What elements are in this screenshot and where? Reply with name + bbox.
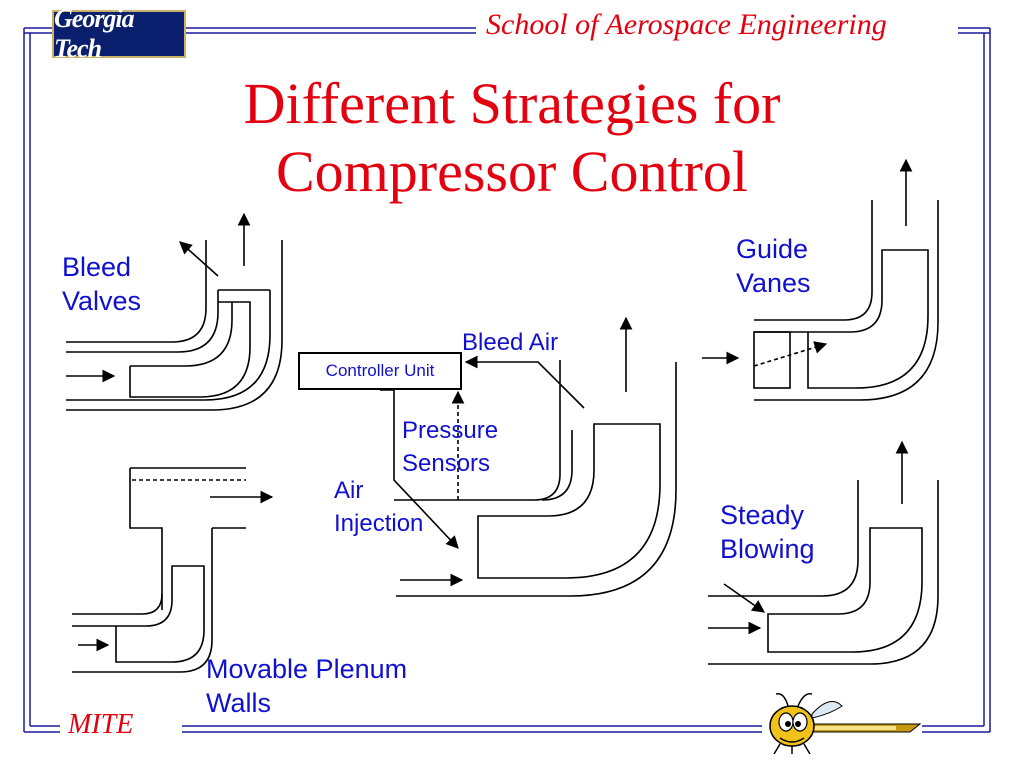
steady-blowing-label: Steady Blowing: [720, 500, 815, 564]
footer-program: MITE: [68, 709, 134, 740]
bleed-valves-label: Bleed Valves: [62, 252, 142, 316]
slide-title-line-1: Different Strategies for: [243, 71, 781, 136]
air-injection-label: Air Injection: [334, 477, 424, 537]
central-compressor-diagram: [380, 316, 677, 597]
guide-vanes-diagram: [702, 158, 939, 401]
school-name: School of Aerospace Engineering: [486, 8, 887, 41]
pressure-sensors-label: Pressure Sensors: [402, 417, 499, 477]
movable-plenum-walls-label: Movable Plenum Walls: [206, 654, 408, 718]
bleed-air-label: Bleed Air: [462, 329, 559, 356]
yellow-jacket-mascot-icon: [769, 693, 922, 754]
steady-blowing-diagram: [708, 440, 939, 665]
slide-title: Different Strategies for Compressor Cont…: [0, 70, 1024, 206]
slide-title-line-2: Compressor Control: [275, 139, 749, 204]
guide-vanes-label: Guide Vanes: [736, 234, 811, 298]
controller-unit-label: Controller Unit: [325, 361, 435, 380]
bleed-valves-diagram: [66, 212, 283, 411]
controller-unit-box: Controller Unit: [298, 352, 462, 390]
movable-plenum-walls-diagram: [72, 467, 274, 673]
